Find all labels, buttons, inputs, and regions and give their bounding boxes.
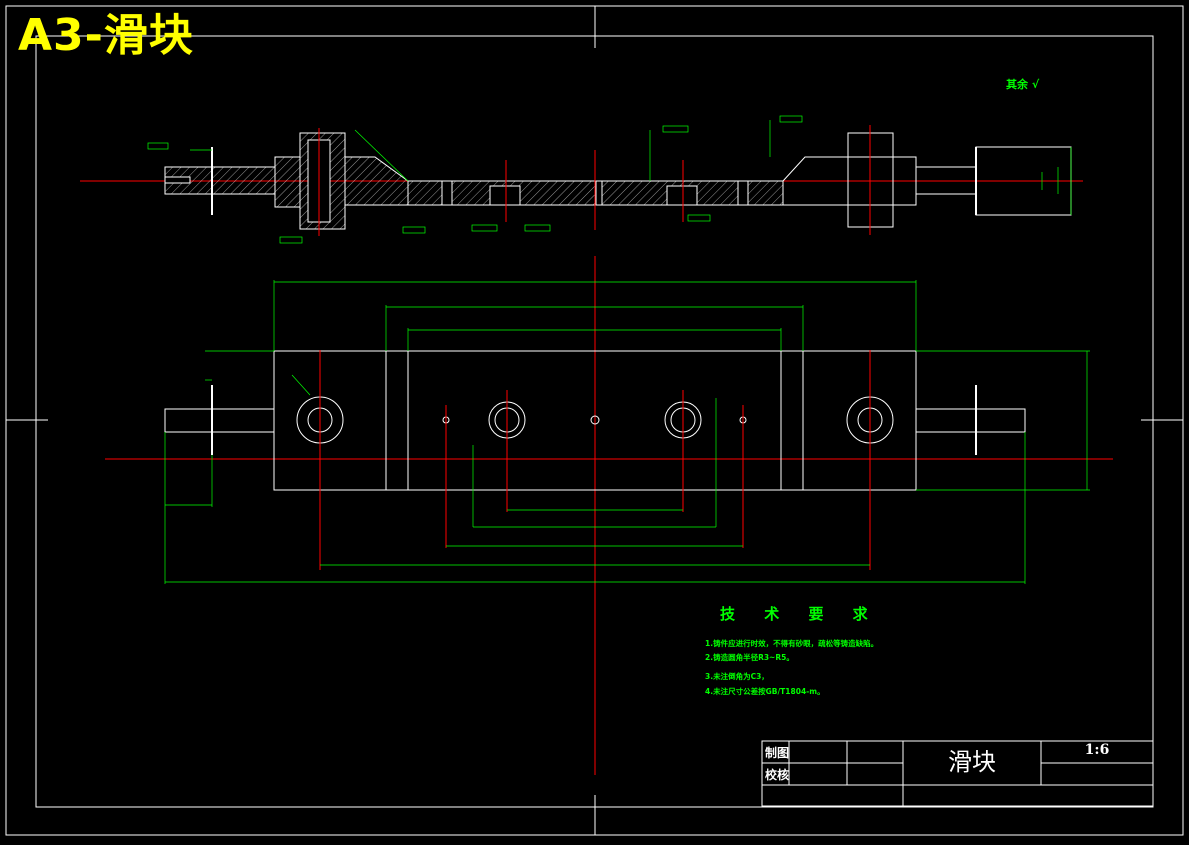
tech-requirements-heading: 技 术 要 求 [720, 605, 880, 623]
section-view [80, 115, 1083, 244]
title-block [761, 740, 1154, 807]
drawing-scale: 1:6 [1084, 742, 1110, 758]
roughness-note: 其余 √ [1006, 78, 1040, 91]
plan-view [105, 256, 1113, 775]
tech-requirement-4: 4.未注尺寸公差按GB/T1804-m。 [705, 687, 825, 696]
tech-requirement-3: 3.未注倒角为C3， [705, 672, 769, 681]
part-name: 滑块 [948, 748, 996, 776]
tech-requirement-2: 2.铸造圆角半径R3~R5。 [705, 653, 794, 662]
sheet-title: A3-滑块 [18, 10, 194, 61]
drawn-by-label: 制图 [765, 746, 790, 760]
centring-marks [6, 6, 1183, 835]
checked-by-label: 校核 [765, 768, 790, 782]
tech-requirement-1: 1.铸件应进行时效，不得有砂眼，疏松等铸造缺陷。 [705, 639, 879, 648]
